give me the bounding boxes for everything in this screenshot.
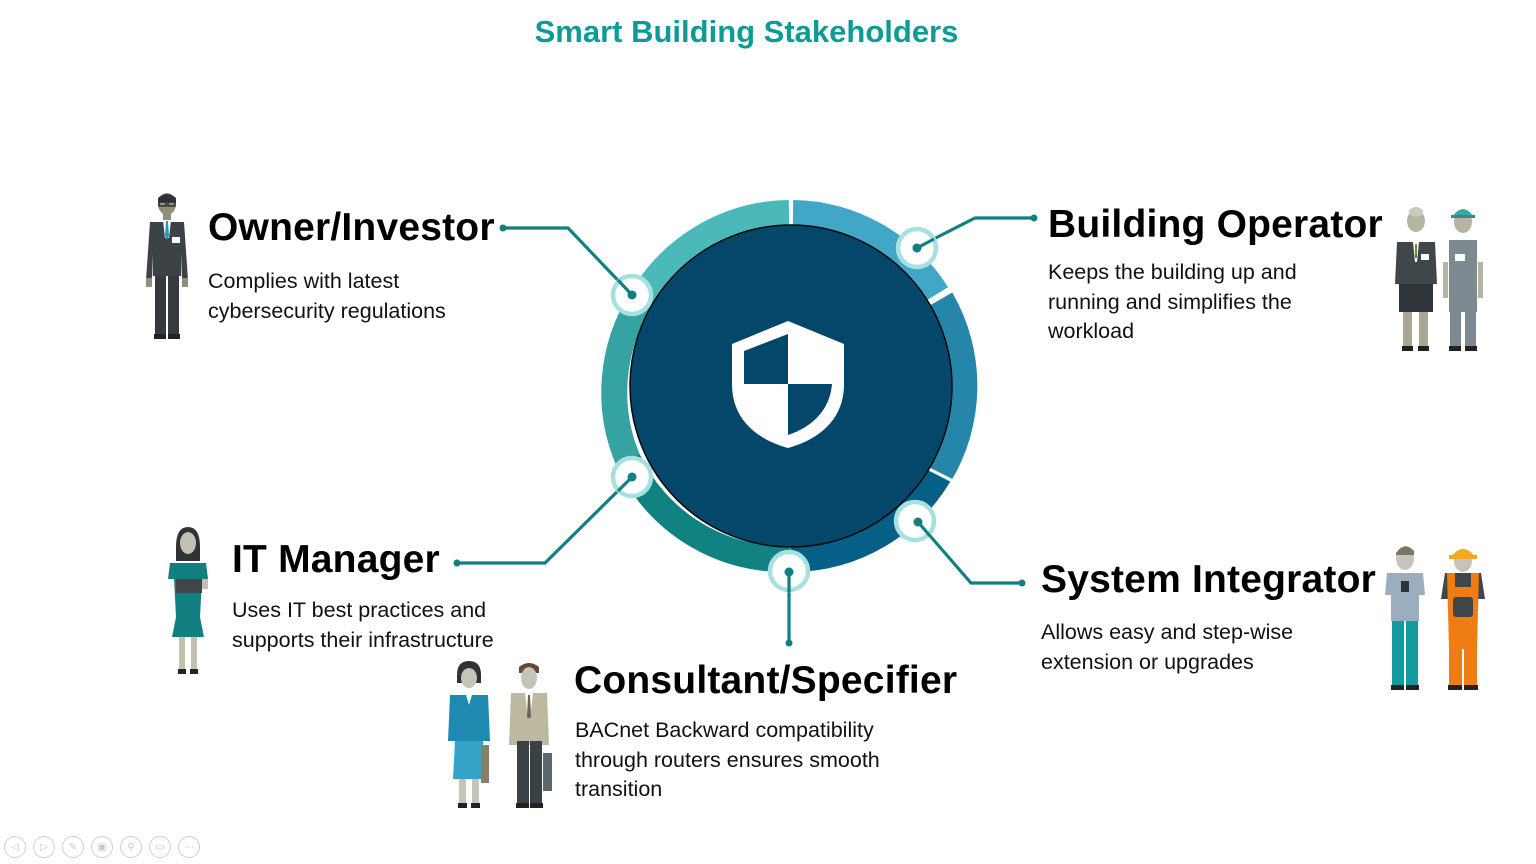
- ring-segment-2: [601, 293, 653, 466]
- ring-segment-6: [792, 200, 949, 302]
- stakeholder-description: Uses IT best practices and supports thei…: [232, 598, 494, 652]
- it-manager-figure-icon: [168, 527, 208, 674]
- stakeholder-title: Building Operator: [1048, 203, 1383, 246]
- shield-icon: [732, 321, 844, 448]
- stakeholder-description: Allows easy and step-wise extension or u…: [1041, 620, 1294, 674]
- next-icon: ▷: [40, 841, 48, 853]
- stakeholder-title: Consultant/Specifier: [574, 659, 958, 702]
- stakeholder-description: Complies with latest cybersecurity regul…: [208, 269, 446, 323]
- system-integrator-figure-icon: [1385, 546, 1485, 690]
- pen-icon: ✎: [68, 841, 78, 853]
- pen-button[interactable]: ✎: [62, 836, 84, 858]
- ring-segment-5: [927, 292, 978, 483]
- stakeholder-title: System Integrator: [1041, 558, 1376, 601]
- connector-it: [457, 475, 634, 565]
- previous-icon: ◁: [11, 841, 19, 853]
- ring-segment-1: [629, 200, 790, 307]
- ring-segment-4: [790, 463, 954, 572]
- slides-grid-icon: ▣: [97, 841, 107, 853]
- stakeholder-description: BACnet Backward compatibility through ro…: [575, 718, 880, 801]
- magnifier-icon: ⚲: [127, 841, 135, 853]
- owner-investor-figure-icon: [146, 193, 188, 339]
- subtitles-icon: ▭: [155, 841, 165, 853]
- slide-title: Smart Building Stakeholders: [534, 14, 959, 49]
- building-operator-figure-icon: [1395, 207, 1483, 351]
- previous-slide-button[interactable]: ◁: [4, 836, 26, 858]
- connector-integrator: [916, 520, 1022, 585]
- next-slide-button[interactable]: ▷: [33, 836, 55, 858]
- more-icon: ···: [184, 841, 194, 853]
- zoom-button[interactable]: ⚲: [120, 836, 142, 858]
- connector-owner: [503, 226, 634, 297]
- slideshow-controls: ◁ ▷ ✎ ▣ ⚲ ▭ ···: [4, 836, 200, 858]
- stakeholder-description: Keeps the building up and running and si…: [1048, 260, 1297, 343]
- see-all-slides-button[interactable]: ▣: [91, 836, 113, 858]
- stakeholder-title: IT Manager: [232, 538, 440, 581]
- stakeholder-title: Owner/Investor: [208, 206, 495, 249]
- subtitles-button[interactable]: ▭: [149, 836, 171, 858]
- consultant-specifier-figure-icon: [448, 661, 552, 808]
- more-options-button[interactable]: ···: [178, 836, 200, 858]
